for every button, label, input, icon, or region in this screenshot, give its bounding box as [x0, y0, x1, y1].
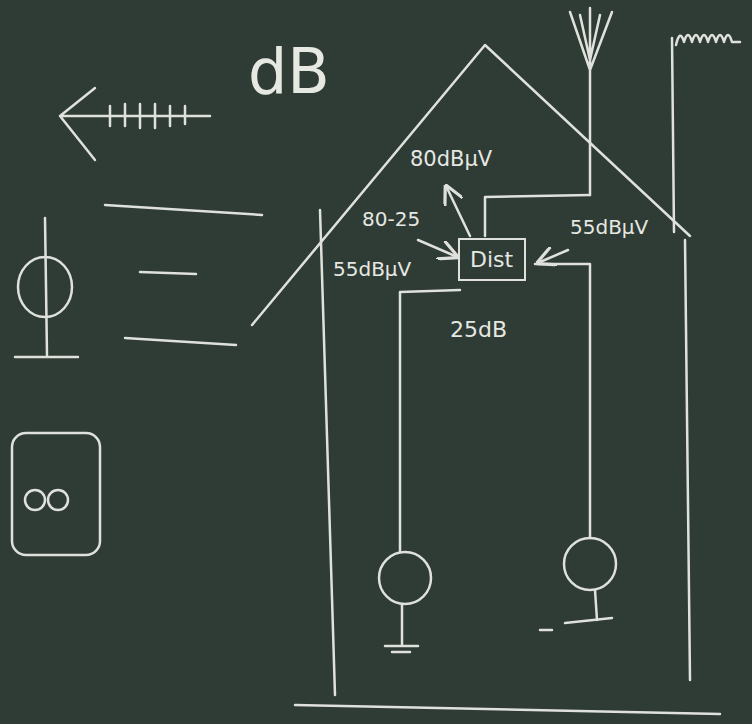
chalk-wiggle: [672, 35, 740, 232]
level-label: 80dBμV: [410, 148, 492, 171]
distributor-box: Dist: [458, 238, 526, 281]
socket-stem: [15, 218, 78, 357]
level-arrow: [540, 250, 568, 262]
level-label: 80-25: [362, 208, 420, 230]
socket-ground: [385, 604, 418, 652]
level-arrow: [447, 188, 470, 236]
roof-antenna: [570, 8, 612, 195]
tv-socket: [379, 552, 431, 604]
tv-set: [12, 433, 100, 555]
chalk-lines: [105, 205, 262, 345]
level-label: 25dB: [450, 318, 507, 342]
coax-cable: [535, 264, 590, 538]
yagi-elements: [110, 104, 185, 128]
box-label: Dist: [470, 248, 514, 272]
tv-knob: [48, 490, 68, 510]
heading-text: dB: [248, 38, 330, 106]
tv-knob: [25, 490, 45, 510]
house-wall: [320, 210, 335, 695]
level-label: 55dBμV: [333, 258, 411, 280]
tv-socket: [564, 538, 616, 590]
level-arrow: [418, 240, 455, 256]
floor-line: [295, 705, 720, 714]
house-wall: [685, 240, 690, 680]
yagi-antenna: [60, 88, 210, 160]
socket-ground: [540, 590, 612, 630]
level-label: 55dBμV: [570, 216, 648, 238]
